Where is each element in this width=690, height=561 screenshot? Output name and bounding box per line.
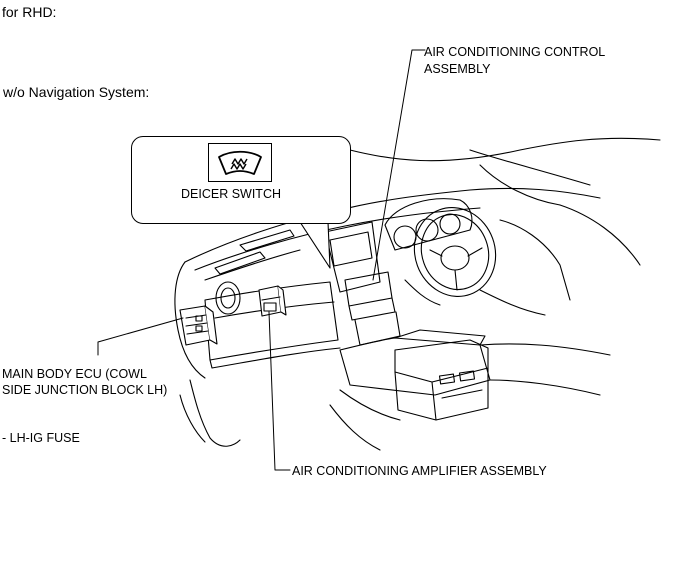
ac-amplifier	[259, 286, 286, 316]
leader-ac-amp	[269, 312, 290, 470]
windshield-deicer-icon	[218, 150, 262, 175]
glovebox	[205, 282, 338, 360]
deicer-switch-panel	[208, 143, 272, 182]
main-body-ecu-label-line1: MAIN BODY ECU (COWL	[2, 367, 147, 381]
ac-amplifier-label: AIR CONDITIONING AMPLIFIER ASSEMBLY	[292, 464, 547, 478]
fuse-label: - LH-IG FUSE	[2, 431, 80, 445]
ac-control-label-line1: AIR CONDITIONING CONTROL	[424, 45, 606, 59]
steering-wheel	[402, 196, 508, 308]
callout-pointer	[300, 222, 330, 268]
instrument-cluster	[385, 199, 472, 250]
leader-ac-control	[373, 50, 425, 280]
windshield-outline	[350, 138, 660, 160]
center-stack	[325, 222, 380, 292]
leader-main-body	[98, 318, 183, 355]
center-console	[340, 338, 490, 395]
page-heading: for RHD:	[2, 4, 57, 20]
dashboard-top	[185, 188, 600, 262]
variant-subheading: w/o Navigation System:	[3, 84, 150, 100]
main-body-ecu-label-line2: SIDE JUNCTION BLOCK LH)	[2, 383, 168, 397]
dash-left-edge	[175, 262, 205, 378]
ac-control-label-line2: ASSEMBLY	[424, 62, 491, 76]
deicer-switch-label: DEICER SWITCH	[181, 187, 281, 201]
a-pillar	[480, 165, 560, 205]
main-body-ecu	[180, 306, 217, 345]
